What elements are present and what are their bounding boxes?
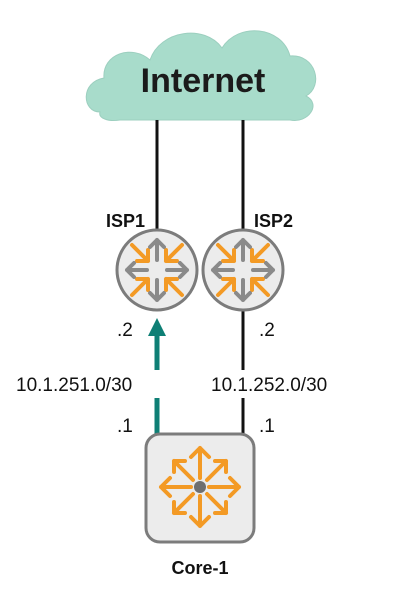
isp2-router: ISP2 [201, 211, 293, 312]
router-arrows-icon [125, 238, 189, 302]
core-label: Core-1 [171, 558, 228, 578]
isp2-host-address: .2 [259, 320, 275, 341]
arrow-up-icon [148, 318, 166, 336]
router-arrows-icon [211, 238, 275, 302]
right-subnet: 10.1.252.0/30 [211, 375, 327, 396]
isp1-router: ISP1 [106, 211, 199, 312]
cloud-label: Internet [141, 62, 266, 100]
switch-center-dot [194, 481, 206, 493]
switch-arrows-icon [159, 446, 241, 528]
cloud-shape [85, 30, 317, 121]
core-right-host-address: .1 [259, 416, 275, 437]
core-left-host-address: .1 [117, 416, 133, 437]
isp1-host-address: .2 [117, 320, 133, 341]
isp2-label: ISP2 [254, 211, 293, 231]
left-subnet: 10.1.251.0/30 [16, 375, 132, 396]
isp1-label: ISP1 [106, 211, 145, 231]
internet-cloud: Internet [85, 30, 317, 121]
core-switch: Core-1 [144, 432, 256, 578]
